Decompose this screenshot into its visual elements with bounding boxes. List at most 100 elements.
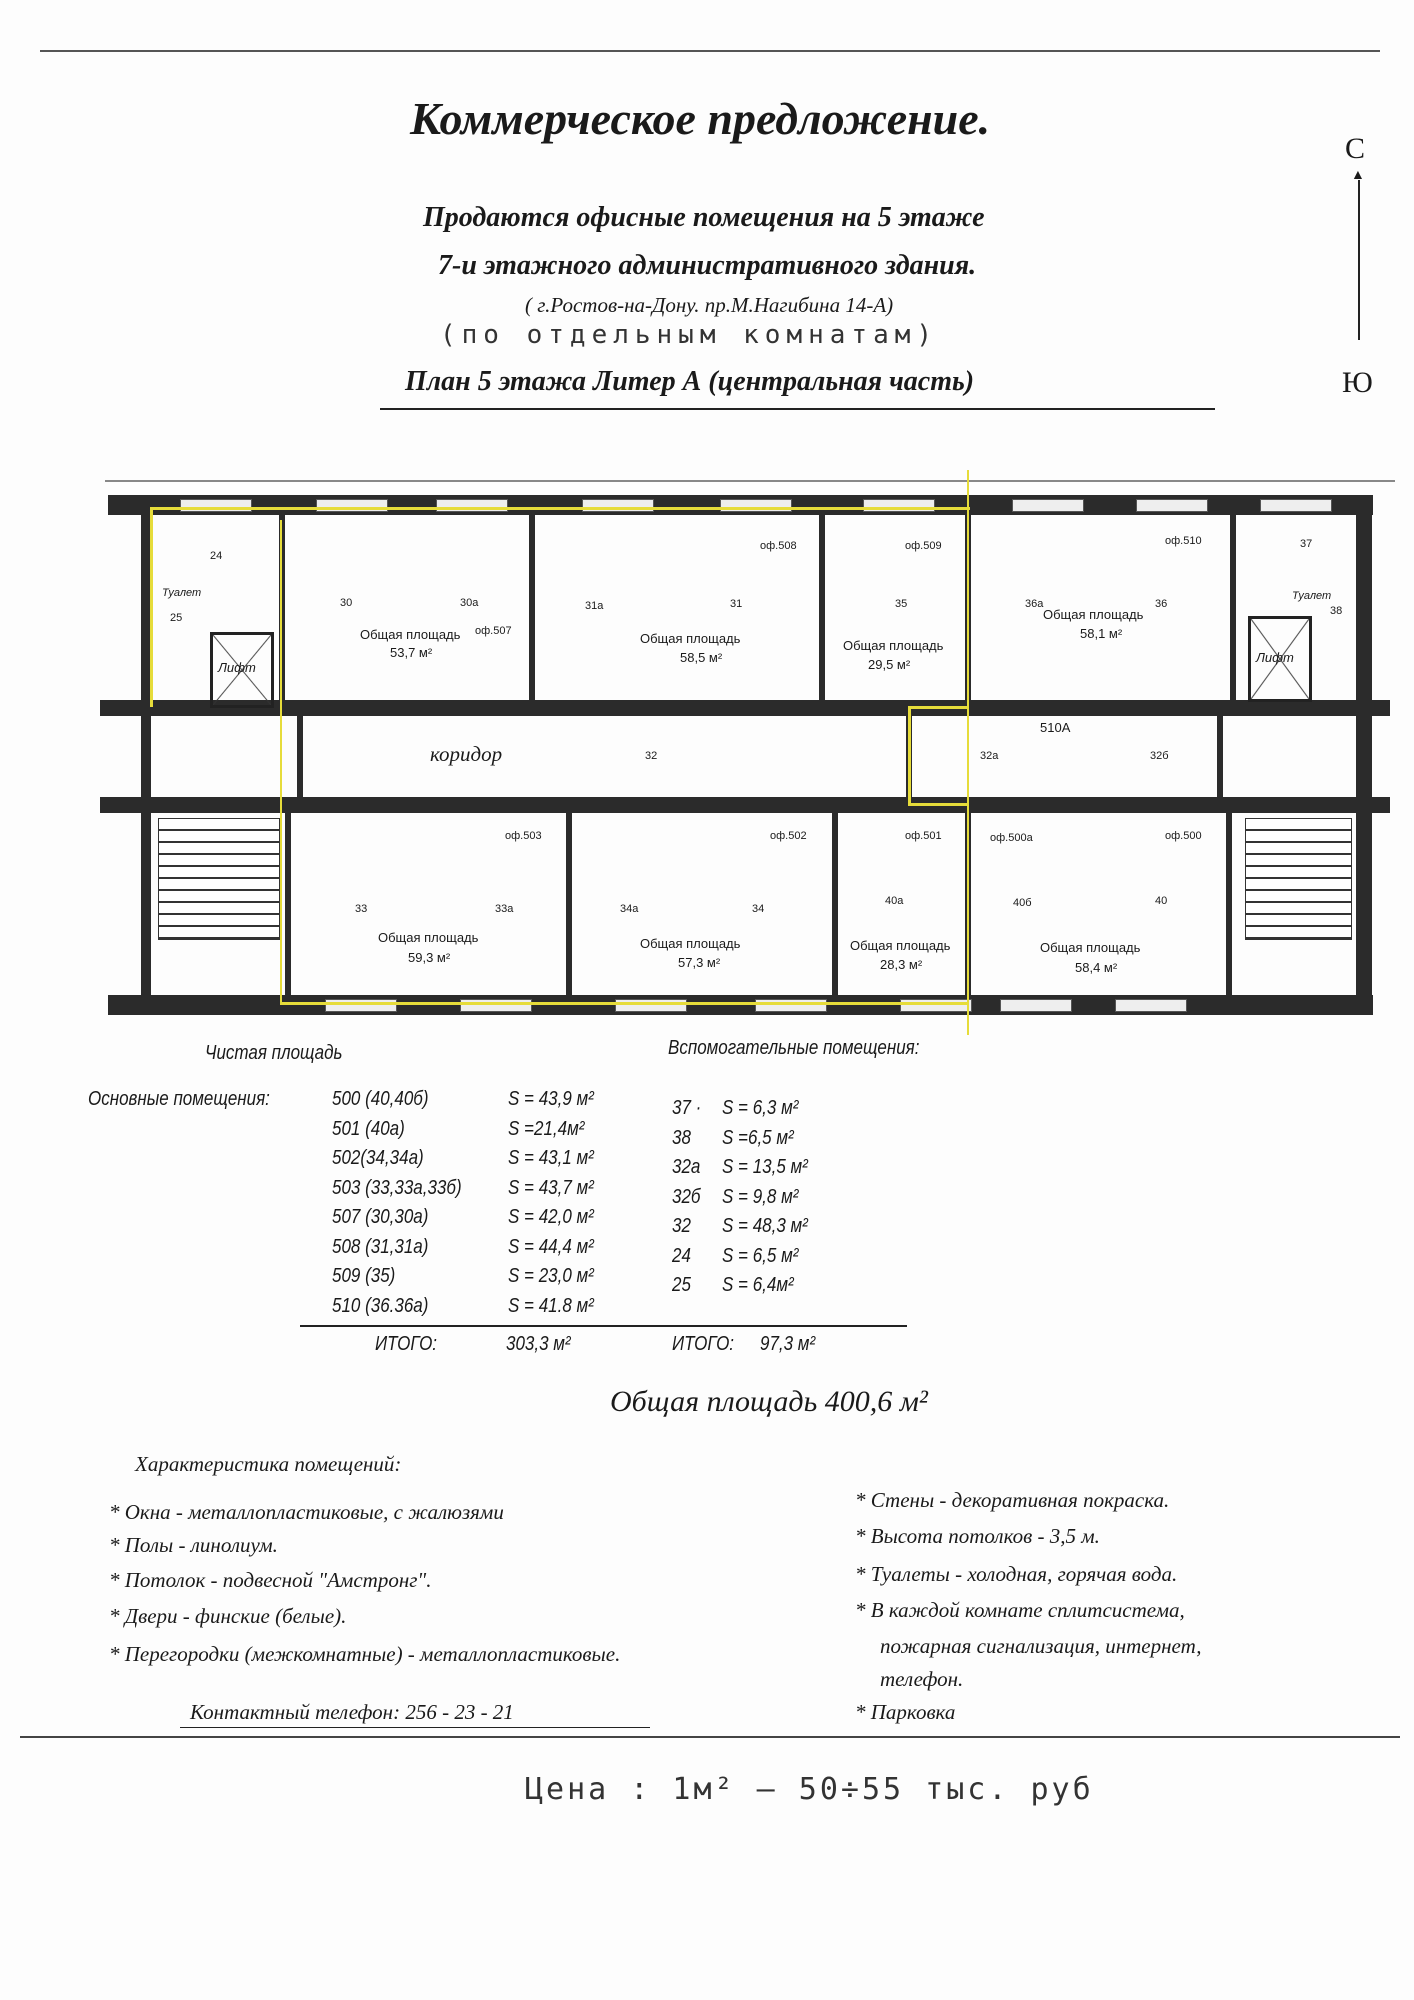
compass-north: С <box>1345 132 1366 165</box>
highlight-outline <box>150 507 970 510</box>
aux-row-room: 32 <box>672 1215 691 1237</box>
features-title: Характеристика помещений: <box>135 1452 402 1476</box>
stairs-right-icon <box>1245 818 1352 940</box>
office-509-label: оф.509 <box>905 540 942 552</box>
feature-right-item: * В каждой комнате сплитсистема, <box>855 1598 1185 1622</box>
aux-row-room: 32б <box>672 1185 701 1208</box>
corridor-label: коридор <box>430 742 503 766</box>
main-row-room: 507 (30,30а) <box>332 1206 429 1228</box>
feature-right-item: * Туалеты - холодная, горячая вода. <box>855 1562 1178 1586</box>
outer-wall-right <box>1356 495 1372 1015</box>
lift-label: Лифт <box>218 660 256 675</box>
main-row-area: S = 43,9 м² <box>508 1088 594 1110</box>
window <box>755 999 827 1012</box>
main-row-area: S = 43,1 м² <box>508 1147 594 1169</box>
aux-row-area: S = 6,5 м² <box>722 1244 799 1267</box>
table-rule <box>300 1325 907 1327</box>
aux-row-room: 25 <box>672 1274 691 1296</box>
window <box>1260 499 1332 512</box>
office-500a-label: оф.500а <box>990 832 1033 844</box>
feature-right-item: * Парковка <box>855 1700 956 1724</box>
compass-arrow-icon <box>1358 180 1360 340</box>
feature-left-item: * Полы - линолиум. <box>109 1533 278 1557</box>
top-rule <box>40 50 1380 52</box>
main-row-area: S = 41.8 м² <box>508 1294 594 1317</box>
aux-row-area: S = 13,5 м² <box>722 1156 808 1178</box>
contact-phone: Контактный телефон: 256 - 23 - 21 <box>190 1700 514 1724</box>
room-510a-label: 510А <box>1040 720 1071 735</box>
main-row-room: 510 (36.36а) <box>332 1294 429 1317</box>
feature-left-item: * Потолок - подвесной "Амстронг". <box>109 1568 432 1592</box>
main-rooms-label: Основные помещения: <box>88 1088 270 1110</box>
main-row-area: S =21,4м² <box>508 1117 585 1140</box>
window <box>325 999 397 1012</box>
corridor-wall-top <box>100 700 1390 716</box>
window <box>1136 499 1208 512</box>
aux-total-value: 97,3 м² <box>760 1333 816 1355</box>
main-row-room: 502(34,34а) <box>332 1147 424 1169</box>
window <box>900 999 972 1012</box>
subtitle-line-1: Продаются офисные помещения на 5 этаже <box>423 202 985 233</box>
feature-right-item: пожарная сигнализация, интернет, <box>880 1634 1202 1658</box>
window <box>1012 499 1084 512</box>
stairs-left-icon <box>158 818 280 940</box>
lift-right-icon <box>1248 616 1312 702</box>
window <box>863 499 935 512</box>
lift-label: Лифт <box>1256 650 1294 665</box>
aux-area-header: Вспомогательные помещения: <box>668 1037 920 1059</box>
office-507-label: оф.507 <box>475 625 512 637</box>
aux-row-room: 37 · <box>672 1097 702 1119</box>
main-row-area: S = 42,0 м² <box>508 1206 594 1228</box>
document-title: Коммерческое предложение. <box>410 93 991 144</box>
address: ( г.Ростов-на-Дону. пр.М.Нагибина 14-А) <box>525 293 894 317</box>
window <box>615 999 687 1012</box>
outer-wall-left <box>141 495 151 1015</box>
main-row-room: 501 (40а) <box>332 1117 405 1140</box>
net-area-header: Чистая площадь <box>205 1042 343 1064</box>
main-row-area: S = 44,4 м² <box>508 1235 594 1258</box>
feature-right-item: * Стены - декоративная покраска. <box>855 1488 1170 1512</box>
main-row-room: 508 (31,31а) <box>332 1235 429 1258</box>
feature-left-item: * Окна - металлопластиковые, с жалюзями <box>109 1500 504 1524</box>
office-500-label: оф.500 <box>1165 830 1202 842</box>
total-area: Общая площадь 400,6 м² <box>610 1385 928 1418</box>
handwritten-note: (по отдельным комнатам) <box>440 320 939 350</box>
main-row-area: S = 43,7 м² <box>508 1176 594 1199</box>
feature-right-item: телефон. <box>880 1667 964 1691</box>
office-501-label: оф.501 <box>905 830 942 842</box>
aux-row-room: 24 <box>672 1244 691 1267</box>
aux-total-label: ИТОГО: <box>672 1333 735 1355</box>
aux-row-room: 38 <box>672 1126 691 1149</box>
window <box>180 499 252 512</box>
aux-row-area: S =6,5 м² <box>722 1126 794 1149</box>
arrow-head-icon: ▲ <box>1351 168 1365 183</box>
main-total-value: 303,3 м² <box>506 1333 571 1355</box>
window <box>720 499 792 512</box>
main-total-label: ИТОГО: <box>375 1333 438 1355</box>
bottom-rule <box>20 1736 1400 1738</box>
compass-south: Ю <box>1342 366 1373 399</box>
feature-left-item: * Двери - финские (белые). <box>109 1604 347 1628</box>
handwritten-price: Цена : 1м² — 50÷55 тыс. руб <box>525 1772 1094 1807</box>
plan-title-underline <box>380 408 1215 410</box>
window <box>436 499 508 512</box>
aux-row-area: S = 6,4м² <box>722 1274 794 1296</box>
window <box>460 999 532 1012</box>
aux-row-area: S = 6,3 м² <box>722 1097 799 1119</box>
window <box>582 499 654 512</box>
office-510-label: оф.510 <box>1165 535 1202 547</box>
aux-row-area: S = 9,8 м² <box>722 1185 799 1208</box>
plan-title: План 5 этажа Литер А (центральная часть) <box>405 366 975 397</box>
window <box>1000 999 1072 1012</box>
aux-row-room: 32а <box>672 1156 701 1178</box>
office-502-label: оф.502 <box>770 830 807 842</box>
main-row-room: 503 (33,33а,33б) <box>332 1176 462 1199</box>
window <box>316 499 388 512</box>
subtitle-line-2: 7-и этажного административного здания. <box>438 250 977 281</box>
corridor-wall-bottom <box>100 797 1390 813</box>
office-503-label: оф.503 <box>505 830 542 842</box>
feature-right-item: * Высота потолков - 3,5 м. <box>855 1524 1100 1548</box>
aux-row-area: S = 48,3 м² <box>722 1215 808 1237</box>
lift-left-icon <box>210 632 274 708</box>
